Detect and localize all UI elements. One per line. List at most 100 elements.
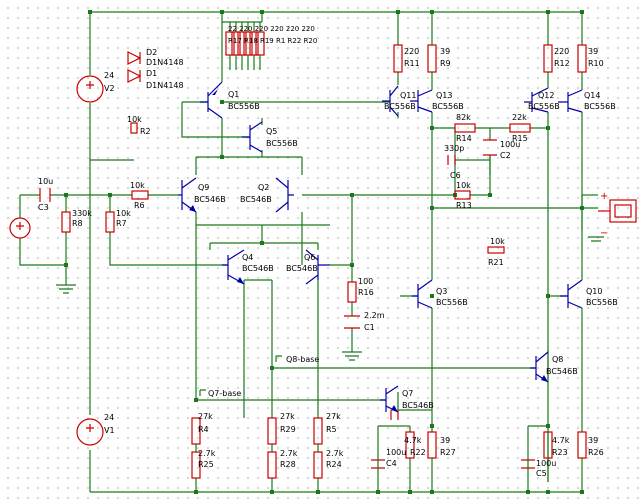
label-c6-ref: C6 bbox=[450, 171, 461, 180]
label-v2-value: 24 bbox=[104, 71, 114, 80]
net-flag-q7 bbox=[199, 389, 206, 396]
label-d2-value: D1N4148 bbox=[146, 58, 184, 67]
label-r2-value: 10k bbox=[127, 115, 142, 124]
label-r12-ref: R12 bbox=[554, 59, 570, 68]
label-q12-ref: Q12 bbox=[538, 91, 554, 100]
label-d1-ref: D1 bbox=[146, 69, 157, 78]
label-r14-value: 82k bbox=[456, 113, 471, 122]
label-r28-value: 2.7k bbox=[280, 449, 298, 458]
label-r4-ref: R4 bbox=[198, 425, 209, 434]
label-v1-value: 24 bbox=[104, 413, 114, 422]
label-r5-value: 27k bbox=[326, 412, 341, 421]
label-q8-ref: Q8 bbox=[552, 355, 563, 364]
label-r14-ref: R14 bbox=[456, 134, 472, 143]
label-q12-value: BC556B bbox=[528, 102, 560, 111]
label-q13-value: BC556B bbox=[432, 102, 464, 111]
label-r15-ref: R15 bbox=[512, 134, 528, 143]
label-q11-value: BC556B bbox=[384, 102, 416, 111]
label-r11-ref: R11 bbox=[404, 59, 420, 68]
label-q9-ref: Q9 bbox=[198, 183, 209, 192]
label-r8-ref: R8 bbox=[72, 219, 83, 228]
label-q6-value: BC546B bbox=[286, 264, 318, 273]
label-q7-ref: Q7 bbox=[402, 389, 413, 398]
label-r16-value: 100 bbox=[358, 277, 373, 286]
label-c1-value: 2.2m bbox=[364, 311, 385, 320]
label-c4-ref: C4 bbox=[386, 459, 397, 468]
label-r24-ref: R24 bbox=[326, 460, 342, 469]
transistors bbox=[178, 81, 583, 413]
label-r6-ref: R6 bbox=[134, 201, 145, 210]
label-q4-value: BC546B bbox=[242, 264, 274, 273]
label-r29-value: 27k bbox=[280, 412, 295, 421]
label-q7-value: BC546B bbox=[402, 401, 434, 410]
output-probe bbox=[598, 199, 637, 223]
label-r6-value: 10k bbox=[130, 181, 145, 190]
label-c3-value: 10u bbox=[38, 177, 53, 186]
component-labels: D2 D1N4148 D1 D1N4148 24 V2 24 V1 10u C3… bbox=[38, 25, 618, 478]
label-r12-value: 220 bbox=[554, 47, 569, 56]
label-q14-ref: Q14 bbox=[584, 91, 600, 100]
net-label-q8-base: Q8-base bbox=[286, 355, 319, 364]
label-q9-value: BC546B bbox=[194, 195, 226, 204]
label-r4-value: 27k bbox=[198, 412, 213, 421]
label-c5-value: 100u bbox=[536, 459, 556, 468]
diode-d1 bbox=[127, 69, 142, 83]
label-q11-ref: Q11 bbox=[400, 91, 416, 100]
label-q1-ref: Q1 bbox=[228, 90, 239, 99]
label-c2-ref: C2 bbox=[500, 151, 511, 160]
label-r25-ref: R25 bbox=[198, 460, 214, 469]
label-q2-value: BC546B bbox=[240, 195, 272, 204]
label-r13-ref: R13 bbox=[456, 201, 472, 210]
label-r21-ref: R21 bbox=[488, 258, 504, 267]
junction-dots bbox=[64, 10, 584, 494]
resistors bbox=[61, 31, 587, 479]
probe-plus: + bbox=[600, 191, 608, 202]
voltage-source-v2 bbox=[76, 75, 104, 103]
input-source-v3 bbox=[9, 217, 31, 239]
label-q4-ref: Q4 bbox=[242, 253, 253, 262]
label-q2-ref: Q2 bbox=[258, 183, 269, 192]
label-q3-value: BC556B bbox=[436, 298, 468, 307]
label-r26-value: 39 bbox=[588, 436, 598, 445]
label-c6-value: 330p bbox=[444, 144, 464, 153]
label-q10-ref: Q10 bbox=[586, 287, 602, 296]
label-r23-value: 4.7k bbox=[552, 436, 570, 445]
label-r2-ref: R2 bbox=[140, 127, 151, 136]
label-r15-value: 22k bbox=[512, 113, 527, 122]
label-r24-value: 2.7k bbox=[326, 449, 344, 458]
label-d2-ref: D2 bbox=[146, 48, 157, 57]
capacitors bbox=[39, 139, 535, 469]
label-r27-ref: R27 bbox=[440, 448, 456, 457]
label-c5-ref: C5 bbox=[536, 469, 547, 478]
net-label-q7-base: Q7-base bbox=[208, 389, 241, 398]
label-q8-value: BC546B bbox=[546, 367, 578, 376]
label-r11-value: 220 bbox=[404, 47, 419, 56]
label-top-res-refs: R17 R18 R19 R1 R22 R20 bbox=[228, 37, 317, 45]
label-r22-value: 4.7k bbox=[404, 436, 422, 445]
label-c4-value: 100u bbox=[386, 448, 406, 457]
label-r7-value: 10k bbox=[116, 209, 131, 218]
label-q5-value: BC556B bbox=[266, 139, 298, 148]
net-flag-q8 bbox=[275, 355, 282, 362]
ground-symbols bbox=[56, 236, 604, 361]
label-r5-ref: R5 bbox=[326, 425, 337, 434]
label-q5-ref: Q5 bbox=[266, 127, 277, 136]
label-r8-value: 330k bbox=[72, 209, 92, 218]
voltage-source-v1 bbox=[76, 418, 104, 446]
label-r13-value: 10k bbox=[456, 181, 471, 190]
label-r10-ref: R10 bbox=[588, 59, 604, 68]
label-v1-ref: V1 bbox=[104, 426, 115, 435]
label-r26-ref: R26 bbox=[588, 448, 604, 457]
probe-minus: − bbox=[600, 228, 608, 239]
label-q14-value: BC556B bbox=[584, 102, 616, 111]
label-r23-ref: R23 bbox=[552, 448, 568, 457]
label-r27-value: 39 bbox=[440, 436, 450, 445]
label-r21-value: 10k bbox=[490, 237, 505, 246]
label-r9-ref: R9 bbox=[440, 59, 451, 68]
label-q10-value: BC556B bbox=[586, 298, 618, 307]
label-r10-value: 39 bbox=[588, 47, 598, 56]
label-r16-ref: R16 bbox=[358, 288, 374, 297]
label-r28-ref: R28 bbox=[280, 460, 296, 469]
